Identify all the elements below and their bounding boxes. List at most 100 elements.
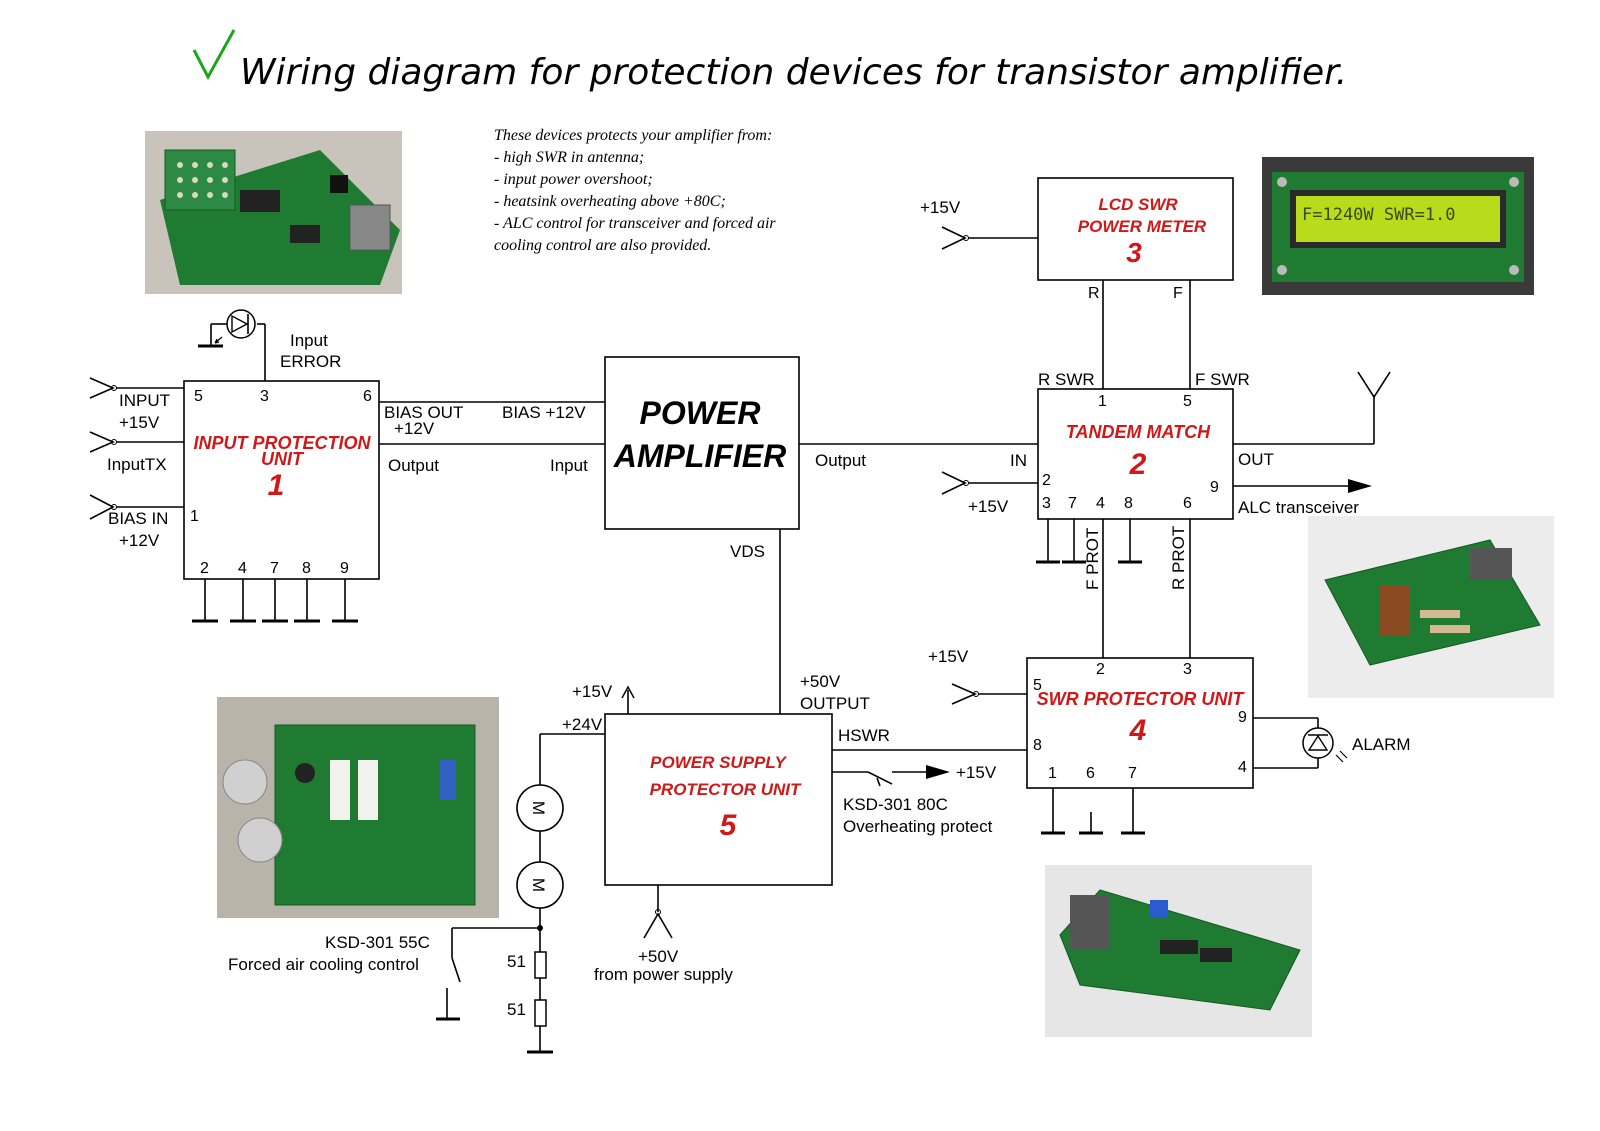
input-connector (89, 377, 184, 520)
u1-pin: 6 (363, 388, 372, 405)
label-alarm: ALARM (1352, 735, 1411, 754)
u4-pin: 3 (1183, 661, 1192, 678)
label-plus15: +15V (928, 647, 969, 666)
note-line: - input power overshoot; (494, 171, 653, 188)
u1-pin: 9 (340, 560, 349, 577)
label-f-swr: F SWR (1195, 370, 1250, 389)
lcd-readout: F=1240W SWR=1.0 (1302, 205, 1456, 225)
label-plus50-output: +50V (800, 672, 841, 691)
led-icon (198, 309, 266, 381)
amp-name: POWER (640, 395, 761, 431)
u4-pin: 4 (1238, 759, 1247, 776)
note-line: - ALC control for transceiver and forced… (494, 215, 776, 232)
resistor-icon (534, 951, 547, 979)
label-bias-out: BIAS OUT (384, 403, 463, 422)
label-f-prot: F PROT (1083, 528, 1102, 590)
u2-pin: 8 (1124, 495, 1133, 512)
unit5-name: POWER SUPPLY (650, 753, 787, 772)
notes: These devices protects your amplifier fr… (494, 127, 776, 254)
note-line: - heatsink overheating above +80C; (494, 193, 726, 210)
u1-pin: 8 (302, 560, 311, 577)
label-alc: ALC transceiver (1238, 498, 1359, 517)
photo-input-protection-board (145, 131, 402, 294)
label-plus15: +15V (572, 682, 613, 701)
label-output: Output (388, 456, 439, 475)
u1-pin: 7 (270, 560, 279, 577)
label-bias-p12: BIAS +12V (502, 403, 586, 422)
ground-icon (192, 579, 358, 623)
thermal-switch-icon (451, 957, 461, 983)
unit5-name2: PROTECTOR UNIT (650, 780, 802, 799)
u2-pin: 2 (1042, 472, 1051, 489)
motor-icon: M (516, 784, 564, 832)
amp-name2: AMPLIFIER (613, 438, 786, 474)
u1-pin: 2 (200, 560, 209, 577)
lcd-swr-meter (1037, 177, 1234, 281)
label-plus15: +15V (119, 413, 160, 432)
label-plus15: +15V (968, 497, 1009, 516)
thermal-switch-icon (832, 771, 926, 787)
label-plus50-output2: OUTPUT (800, 694, 870, 713)
ground-icon (1041, 788, 1145, 835)
label-input: INPUT (119, 391, 170, 410)
unit5-number: 5 (720, 809, 738, 842)
label-bias-out-v: +12V (394, 419, 435, 438)
check-icon (192, 29, 236, 81)
label-plus12: +12V (119, 531, 160, 550)
u2-pin: 1 (1098, 393, 1107, 410)
label-plus15: +15V (956, 763, 997, 782)
u1-pin: 1 (190, 508, 199, 525)
u2-pin: 5 (1183, 393, 1192, 410)
unit1-number: 1 (268, 469, 285, 502)
led-icon (1302, 727, 1348, 763)
u2-pin: 6 (1183, 495, 1192, 512)
u2-pin: 3 (1042, 495, 1051, 512)
note-line: - high SWR in antenna; (494, 149, 644, 166)
unit2-number: 2 (1129, 448, 1147, 481)
photo-swr-protector-board (1045, 865, 1312, 1037)
label-amp-input: Input (550, 456, 588, 475)
unit1-name: INPUT PROTECTION (193, 433, 371, 453)
unit2-name: TANDEM MATCH (1066, 422, 1211, 442)
u4-pin: 9 (1238, 709, 1247, 726)
motor-label: M (529, 801, 548, 815)
label-ksd55-2: Forced air cooling control (228, 955, 419, 974)
u1-pin: 3 (260, 388, 269, 405)
label-bias-in: BIAS IN (108, 509, 168, 528)
arrow-icon (1348, 479, 1372, 493)
arrow-icon (926, 765, 950, 779)
label-ksd80-2: Overheating protect (843, 817, 993, 836)
u4-pin: 7 (1128, 765, 1137, 782)
label-plus50-supply2: from power supply (594, 965, 733, 984)
label-r-prot: R PROT (1169, 526, 1188, 590)
label-plus15: +15V (920, 198, 961, 217)
label-plus50-supply: +50V (638, 947, 679, 966)
label-vds: VDS (730, 542, 765, 561)
u1-pin: 5 (194, 388, 203, 405)
label-r-swr: R SWR (1038, 370, 1095, 389)
power-amplifier (604, 356, 800, 530)
label-input-error: Input (290, 331, 328, 350)
power-supply-protector-unit (604, 713, 833, 886)
u4-pin: 6 (1086, 765, 1095, 782)
photo-tandem-board (1308, 516, 1554, 698)
note-line: cooling control are also provided. (494, 237, 711, 254)
unit4-number: 4 (1129, 714, 1147, 747)
u2-pin: 9 (1210, 479, 1219, 496)
u4-pin: 8 (1033, 737, 1042, 754)
label-r51a: 51 (507, 952, 526, 971)
unit1-name2: UNIT (261, 449, 305, 469)
label-hswr: HSWR (838, 726, 890, 745)
label-out: OUT (1238, 450, 1274, 469)
antenna-icon (1357, 371, 1391, 399)
unit4-name: SWR PROTECTOR UNIT (1037, 689, 1246, 709)
u4-pin: 5 (1033, 677, 1042, 694)
page-title: Wiring diagram for protection devices fo… (240, 52, 1347, 93)
label-ksd55: KSD-301 55C (325, 933, 430, 952)
ground-icon (1036, 519, 1142, 564)
label-ksd80: KSD-301 80C (843, 795, 948, 814)
unit3-name2: POWER METER (1078, 217, 1207, 236)
label-input-error2: ERROR (280, 352, 341, 371)
